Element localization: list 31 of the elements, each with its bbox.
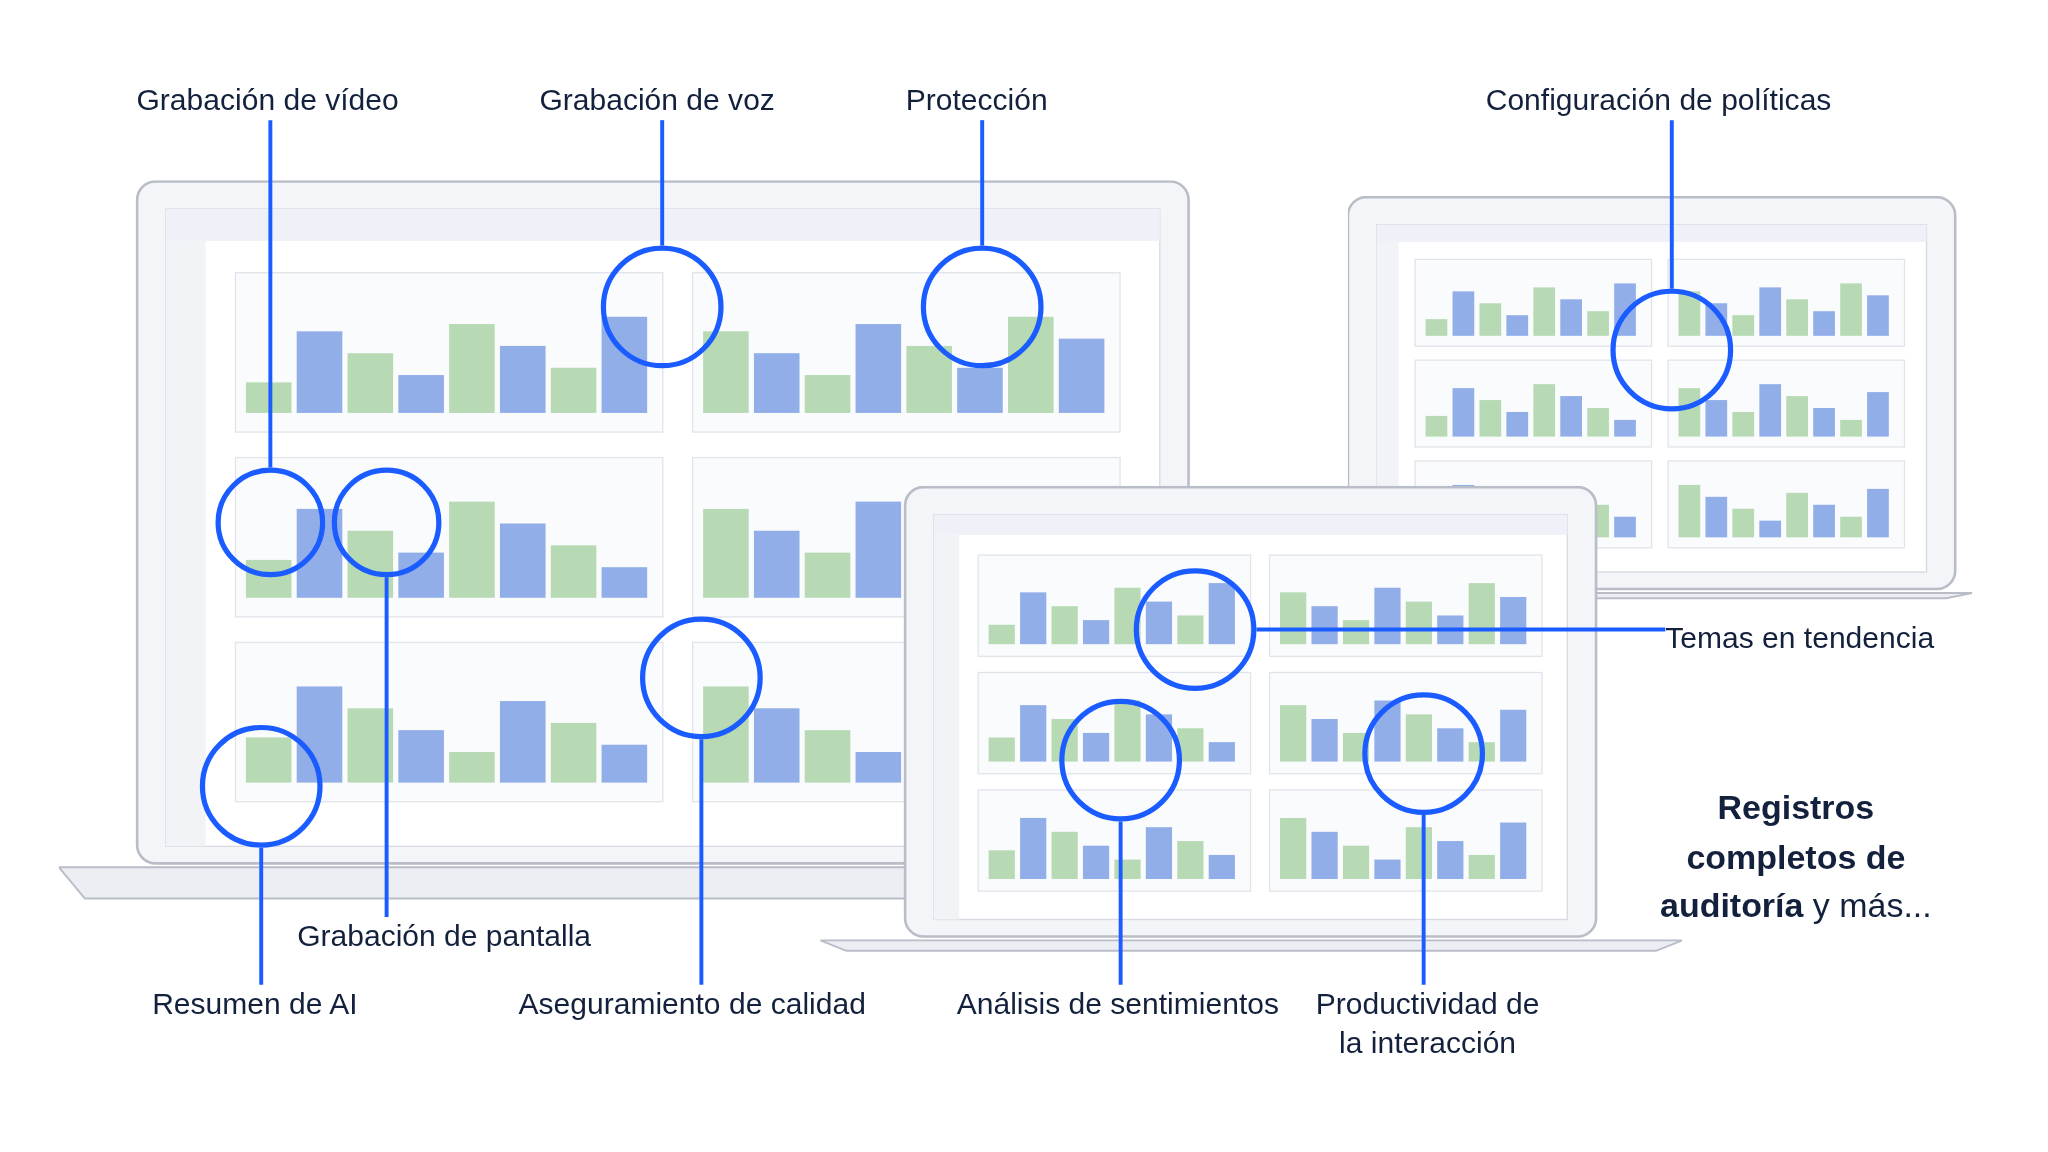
- highlight-circle: [199, 724, 323, 848]
- highlight-circle: [1133, 568, 1257, 691]
- note-text: Registros completos de auditoría y más...: [1659, 786, 1933, 928]
- leader-line: [699, 739, 704, 985]
- leader-line: [980, 120, 985, 246]
- callout-label: Grabación de vídeo: [136, 81, 399, 120]
- highlight-circle: [215, 467, 326, 578]
- highlight-circle: [640, 616, 763, 740]
- highlight-circle: [331, 467, 442, 578]
- leader-line: [1118, 821, 1123, 985]
- callout-label: Grabación de pantalla: [297, 916, 592, 956]
- callout-label: Configuración de políticas: [1485, 81, 1832, 120]
- callout-label: Aseguramiento de calidad: [518, 984, 866, 1024]
- highlight-circle: [1362, 692, 1486, 815]
- leader-line: [384, 577, 389, 917]
- callout-label: Productividad de la interacción: [1303, 984, 1552, 1063]
- leader-line: [1256, 627, 1666, 632]
- callout-label: Temas en tendencia: [1665, 619, 1935, 659]
- leader-line: [1421, 815, 1426, 985]
- callout-label: Resumen de AI: [152, 984, 358, 1024]
- callout-label: Grabación de voz: [539, 81, 775, 120]
- highlight-circle: [920, 245, 1044, 369]
- leader-line: [268, 120, 273, 468]
- highlight-circle: [600, 245, 724, 369]
- leader-line: [259, 847, 264, 985]
- leader-line: [660, 120, 665, 246]
- callout-label: Protección: [905, 81, 1048, 120]
- highlight-circle: [1610, 288, 1734, 412]
- highlight-circle: [1059, 698, 1182, 822]
- leader-line: [1669, 120, 1674, 289]
- callout-label: Análisis de sentimientos: [956, 984, 1279, 1024]
